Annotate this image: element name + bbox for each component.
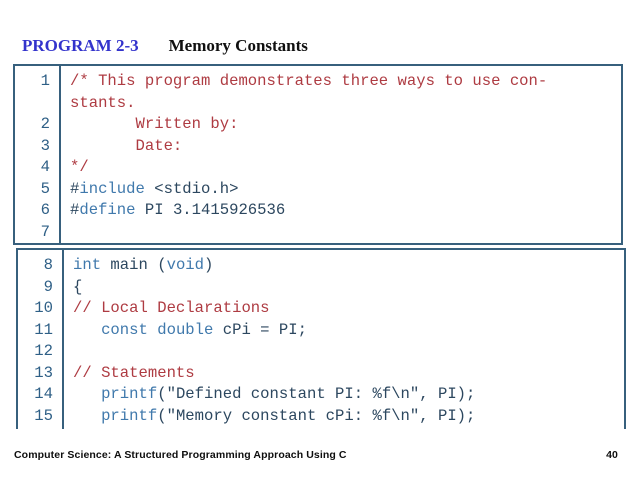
line-number: 5: [40, 179, 50, 198]
code-line: // Statements: [73, 363, 195, 382]
line-number-separator: [62, 250, 64, 429]
code-line: int main (void): [73, 256, 214, 274]
line-number: 14: [34, 385, 53, 403]
code-line: printf("Defined constant PI: %f\n", PI);: [101, 385, 476, 403]
code-row: 4 */: [15, 157, 621, 179]
code-line: {: [73, 277, 83, 296]
line-number: 4: [40, 158, 50, 176]
slide-footer: Computer Science: A Structured Programmi…: [14, 449, 618, 461]
code-line: [62, 341, 73, 363]
line-number: 11: [34, 320, 53, 339]
code-line: Date:: [70, 136, 183, 155]
code-row: 6 #define PI 3.1415926536: [15, 200, 621, 222]
code-row: 10 // Local Declarations: [18, 298, 624, 320]
code-line: */: [70, 158, 89, 176]
program-title: Memory Constants: [168, 36, 308, 55]
line-number: 12: [34, 342, 53, 360]
code-line: printf("Memory constant cPi: %f\n", PI);: [101, 406, 476, 425]
line-number: 15: [34, 406, 53, 425]
code-rows: 1 /* This program demonstrates three ways…: [15, 71, 621, 243]
code-row: 13 // Statements: [18, 363, 624, 385]
code-row: stants.: [15, 93, 621, 115]
code-line: Written by:: [70, 115, 239, 133]
line-number: 3: [40, 136, 50, 155]
footer-book-title: Computer Science: A Structured Programmi…: [14, 449, 347, 461]
code-row: 1 /* This program demonstrates three ways…: [15, 71, 621, 93]
code-row: 14 printf("Defined constant PI: %f\n", P…: [18, 384, 624, 406]
line-number: 13: [34, 363, 53, 382]
line-number-separator: [59, 66, 61, 243]
line-number: 1: [40, 72, 50, 90]
code-line: [59, 222, 70, 244]
code-row: 2 Written by:: [15, 114, 621, 136]
code-row: 5 #include <stdio.h>: [15, 179, 621, 201]
code-line: #include <stdio.h>: [70, 179, 239, 198]
code-row: 3 Date:: [15, 136, 621, 158]
code-row: 7: [15, 222, 621, 244]
code-row: 11 const double cPi = PI;: [18, 320, 624, 342]
footer-page-number: 40: [606, 449, 618, 461]
line-number: 10: [34, 299, 53, 317]
line-number: 9: [43, 277, 53, 296]
line-number: [15, 93, 59, 115]
code-row: 15 printf("Memory constant cPi: %f\n", P…: [18, 406, 624, 428]
code-line: const double cPi = PI;: [101, 320, 307, 339]
code-line: #define PI 3.1415926536: [70, 201, 286, 219]
line-number: 8: [43, 256, 53, 274]
line-number: 6: [40, 201, 50, 219]
code-line: // Local Declarations: [73, 299, 270, 317]
line-number: 2: [40, 115, 50, 133]
code-line: /* This program demonstrates three ways …: [70, 72, 548, 90]
program-number-label: PROGRAM 2-3: [22, 36, 139, 55]
line-number: 7: [40, 222, 50, 241]
code-box-declarations: 1 /* This program demonstrates three ways…: [13, 64, 623, 245]
code-row: 8 int main (void): [18, 255, 624, 277]
code-row: 12: [18, 341, 624, 363]
program-header: PROGRAM 2-3 Memory Constants: [22, 36, 308, 56]
code-row: 9{: [18, 277, 624, 299]
code-line: stants.: [70, 93, 136, 112]
